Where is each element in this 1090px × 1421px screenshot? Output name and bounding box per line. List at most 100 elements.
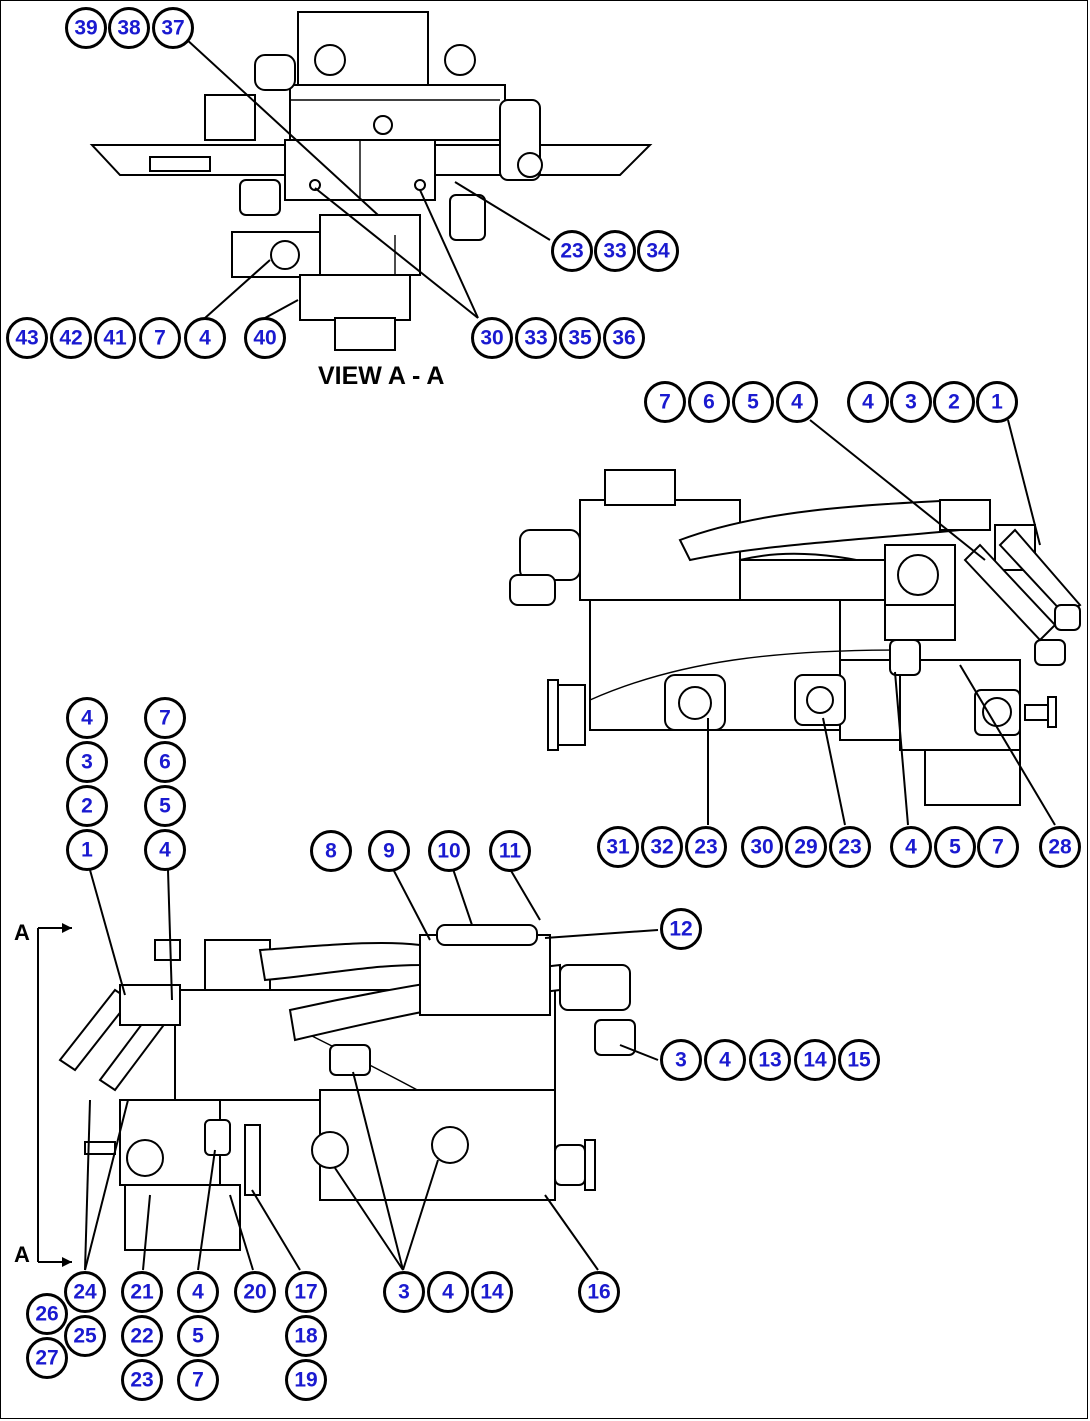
callout-11: 11 — [489, 830, 531, 872]
svg-text:19: 19 — [294, 1369, 317, 1392]
svg-text:39: 39 — [74, 17, 97, 40]
callout-21: 21 — [121, 1271, 163, 1313]
svg-text:23: 23 — [560, 240, 583, 263]
svg-text:32: 32 — [650, 836, 673, 859]
svg-text:1: 1 — [991, 391, 1003, 414]
callout-2: 2 — [933, 381, 975, 423]
callout-4: 4 — [704, 1039, 746, 1081]
callout-9: 9 — [368, 830, 410, 872]
callout-8: 8 — [310, 830, 352, 872]
svg-text:30: 30 — [750, 836, 773, 859]
callout-7: 7 — [177, 1359, 219, 1401]
svg-text:15: 15 — [847, 1049, 871, 1072]
svg-text:1: 1 — [81, 839, 93, 862]
svg-text:5: 5 — [949, 836, 961, 859]
callout-23: 23 — [685, 826, 727, 868]
callout-4: 4 — [427, 1271, 469, 1313]
svg-text:36: 36 — [612, 327, 635, 350]
svg-text:6: 6 — [159, 751, 171, 774]
callout-5: 5 — [934, 826, 976, 868]
callout-33: 33 — [515, 317, 557, 359]
svg-text:4: 4 — [81, 707, 93, 730]
callout-35: 35 — [559, 317, 601, 359]
svg-text:4: 4 — [719, 1049, 731, 1072]
callout-33: 33 — [594, 230, 636, 272]
callout-38: 38 — [108, 7, 150, 49]
callout-3: 3 — [890, 381, 932, 423]
callout-19: 19 — [285, 1359, 327, 1401]
callout-29: 29 — [785, 826, 827, 868]
callout-26: 26 — [26, 1293, 68, 1335]
svg-text:38: 38 — [117, 17, 141, 40]
svg-text:30: 30 — [480, 327, 503, 350]
callout-24: 24 — [64, 1271, 106, 1313]
svg-text:26: 26 — [35, 1303, 58, 1326]
svg-text:4: 4 — [199, 327, 211, 350]
callout-5: 5 — [732, 381, 774, 423]
svg-text:4: 4 — [905, 836, 917, 859]
svg-text:10: 10 — [437, 840, 460, 863]
svg-text:4: 4 — [192, 1281, 204, 1304]
svg-text:3: 3 — [675, 1049, 687, 1072]
svg-text:41: 41 — [103, 327, 127, 350]
balloons: 39 38 37 23 33 34 43 42 41 7 4 40 30 33 … — [6, 7, 1081, 1401]
callout-28: 28 — [1039, 826, 1081, 868]
callout-16: 16 — [578, 1271, 620, 1313]
svg-text:40: 40 — [253, 327, 276, 350]
callout-1: 1 — [66, 829, 108, 871]
callout-7: 7 — [139, 317, 181, 359]
callout-40: 40 — [244, 317, 286, 359]
callout-13: 13 — [749, 1039, 791, 1081]
callout-15: 15 — [838, 1039, 880, 1081]
callout-23: 23 — [551, 230, 593, 272]
svg-text:3: 3 — [81, 751, 93, 774]
callout-41: 41 — [94, 317, 136, 359]
svg-text:3: 3 — [905, 391, 917, 414]
svg-text:22: 22 — [130, 1325, 153, 1348]
svg-text:4: 4 — [791, 391, 803, 414]
svg-text:4: 4 — [159, 839, 171, 862]
svg-text:20: 20 — [243, 1281, 266, 1304]
section-mark-bottom: A — [14, 1242, 30, 1267]
svg-text:4: 4 — [442, 1281, 454, 1304]
callout-31: 31 — [597, 826, 639, 868]
callout-30: 30 — [741, 826, 783, 868]
callout-4: 4 — [144, 829, 186, 871]
svg-text:3: 3 — [398, 1281, 410, 1304]
svg-text:29: 29 — [794, 836, 817, 859]
callout-5: 5 — [144, 785, 186, 827]
svg-text:31: 31 — [606, 836, 630, 859]
svg-text:8: 8 — [325, 840, 337, 863]
svg-text:43: 43 — [15, 327, 38, 350]
callout-6: 6 — [144, 741, 186, 783]
callout-3: 3 — [66, 741, 108, 783]
callout-7: 7 — [977, 826, 1019, 868]
callout-5: 5 — [177, 1315, 219, 1357]
callout-10: 10 — [428, 830, 470, 872]
callout-3: 3 — [660, 1039, 702, 1081]
svg-text:23: 23 — [694, 836, 717, 859]
svg-text:24: 24 — [73, 1281, 97, 1304]
callout-4: 4 — [66, 697, 108, 739]
svg-text:13: 13 — [758, 1049, 781, 1072]
svg-text:14: 14 — [803, 1049, 827, 1072]
callout-17: 17 — [285, 1271, 327, 1313]
svg-text:28: 28 — [1048, 836, 1072, 859]
lower-left-assembly — [58, 924, 636, 1251]
svg-text:35: 35 — [568, 327, 592, 350]
callout-34: 34 — [637, 230, 679, 272]
callout-36: 36 — [603, 317, 645, 359]
svg-text:16: 16 — [587, 1281, 610, 1304]
callout-4: 4 — [890, 826, 932, 868]
svg-text:14: 14 — [480, 1281, 504, 1304]
svg-text:27: 27 — [35, 1347, 58, 1370]
callout-4: 4 — [184, 317, 226, 359]
svg-text:7: 7 — [154, 327, 166, 350]
leader-lines — [84, 37, 1056, 1271]
svg-text:4: 4 — [862, 391, 874, 414]
section-indicator: A A — [14, 920, 72, 1267]
svg-text:7: 7 — [992, 836, 1004, 859]
svg-text:2: 2 — [948, 391, 960, 414]
right-assembly — [509, 469, 1082, 806]
